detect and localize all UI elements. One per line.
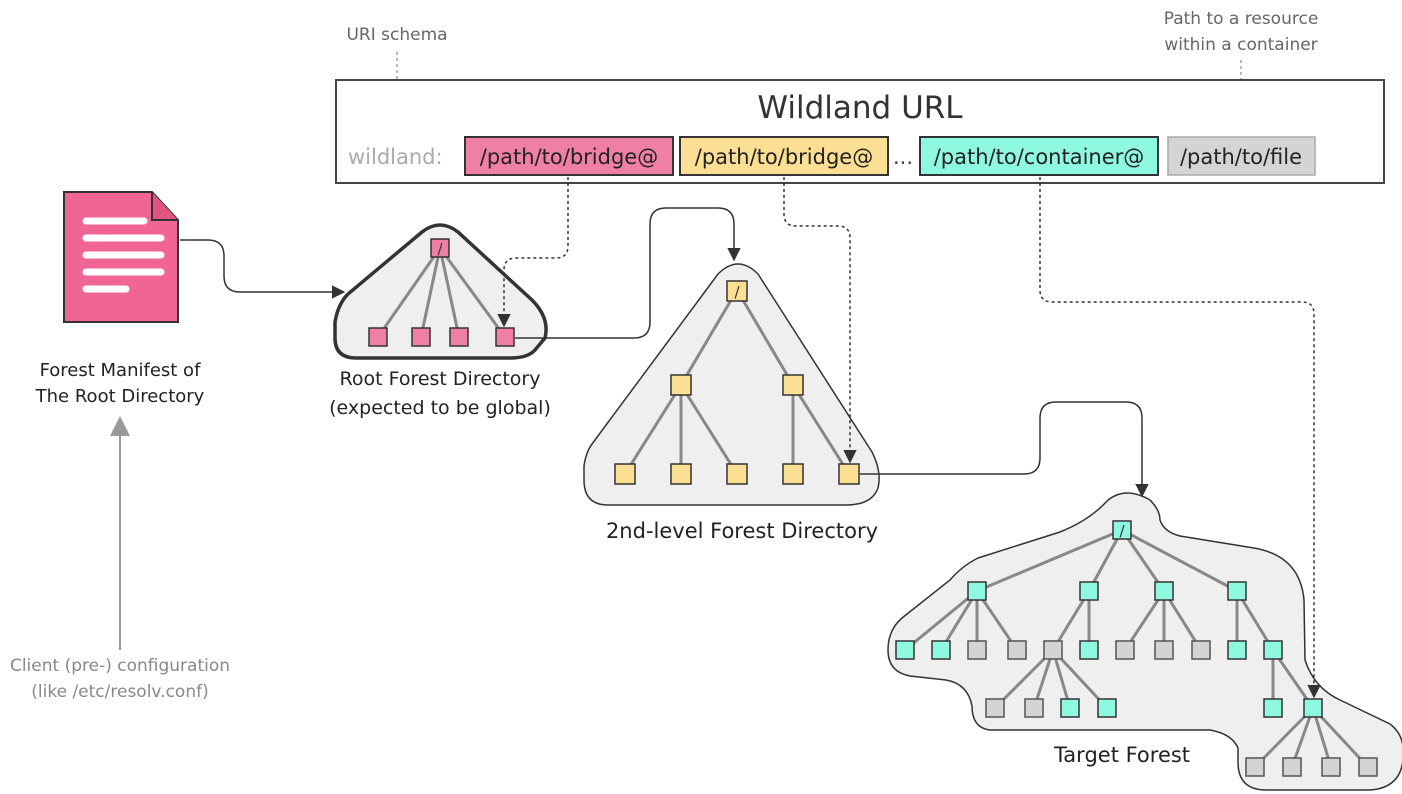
tree-node <box>368 327 388 347</box>
tree-node <box>1263 640 1283 660</box>
client-config-label-line2: (like /etc/resolv.conf) <box>31 682 208 702</box>
target-root-node-glyph: / <box>1119 522 1125 540</box>
uri-schema-annotation: URI schema <box>346 25 447 45</box>
container-reference-arrow <box>1039 177 1321 699</box>
target-forest-label: Target Forest <box>1053 743 1190 767</box>
bridge1-reference-arrow <box>497 177 569 328</box>
wildland-url-box: Wildland URL wildland: /path/to/bridge@ … <box>335 79 1385 184</box>
tree-node <box>670 374 692 396</box>
url-segment-container-box <box>919 136 1159 176</box>
root-forest-label-line1: Root Forest Directory <box>339 368 540 390</box>
root-forest-nodes <box>368 238 515 347</box>
url-scheme: wildland: <box>348 145 443 169</box>
tree-node <box>1245 757 1265 777</box>
manifest-label-line2: The Root Directory <box>35 386 205 407</box>
tree-node <box>1303 698 1323 718</box>
tree-node <box>726 280 748 302</box>
tree-node <box>1227 581 1247 601</box>
tree-node <box>495 327 515 347</box>
tree-node <box>411 327 431 347</box>
tree-node <box>614 463 636 485</box>
tree-node <box>726 463 748 485</box>
manifest-label-line1: Forest Manifest of <box>40 360 202 381</box>
tree-node <box>1154 581 1174 601</box>
root-node-glyph: / <box>437 240 443 258</box>
tree-node <box>1115 640 1135 660</box>
root-to-second-arrow <box>515 207 741 339</box>
second-forest-label: 2nd-level Forest Directory <box>606 519 878 543</box>
url-ellipsis: ... <box>893 145 913 169</box>
tree-node <box>931 640 951 660</box>
tree-node <box>449 327 469 347</box>
tree-node <box>1282 757 1302 777</box>
tree-node <box>985 698 1005 718</box>
tree-node <box>1043 640 1063 660</box>
tree-node <box>967 640 987 660</box>
tree-node <box>1024 698 1044 718</box>
tree-node <box>1097 698 1117 718</box>
second-forest-nodes <box>614 280 860 485</box>
tree-node <box>670 463 692 485</box>
url-segment-bridge-2-box <box>679 136 889 176</box>
url-segment-file-box <box>1167 136 1316 176</box>
tree-node <box>1007 640 1027 660</box>
tree-node <box>1191 640 1211 660</box>
tree-node <box>782 463 804 485</box>
manifest-document-icon <box>63 191 179 323</box>
tree-node <box>967 581 987 601</box>
tree-node <box>782 374 804 396</box>
tree-node <box>1227 640 1247 660</box>
tree-node <box>838 463 860 485</box>
tree-node <box>1060 698 1080 718</box>
client-config-label-line1: Client (pre-) configuration <box>10 656 230 676</box>
url-segment-bridge-2: /path/to/bridge@ <box>695 145 873 169</box>
url-title: Wildland URL <box>757 90 963 126</box>
tree-node <box>1112 520 1132 540</box>
url-segment-file: /path/to/file <box>1180 145 1302 169</box>
tree-node <box>430 238 450 258</box>
second-root-node-glyph: / <box>734 283 740 301</box>
tree-node <box>1079 640 1099 660</box>
tree-node <box>1321 757 1341 777</box>
target-forest-nodes-cyan <box>895 520 1323 718</box>
second-forest-outline <box>583 263 880 506</box>
tree-node <box>1263 698 1283 718</box>
tree-node <box>1358 757 1378 777</box>
path-resource-annotation-line1: Path to a resource <box>1164 9 1319 29</box>
root-forest-label-line2: (expected to be global) <box>329 397 551 419</box>
url-segment-bridge-1-box <box>464 136 674 176</box>
target-forest-nodes-gray <box>967 640 1378 777</box>
url-segment-container: /path/to/container@ <box>934 145 1145 169</box>
second-to-target-arrow <box>860 401 1149 498</box>
tree-edges <box>376 247 1370 769</box>
tree-node <box>1079 581 1099 601</box>
tree-node <box>1154 640 1174 660</box>
manifest-to-root-arrow <box>180 239 346 299</box>
path-resource-annotation-line2: within a container <box>1164 35 1317 55</box>
tree-node <box>895 640 915 660</box>
url-segment-bridge-1: /path/to/bridge@ <box>480 145 658 169</box>
